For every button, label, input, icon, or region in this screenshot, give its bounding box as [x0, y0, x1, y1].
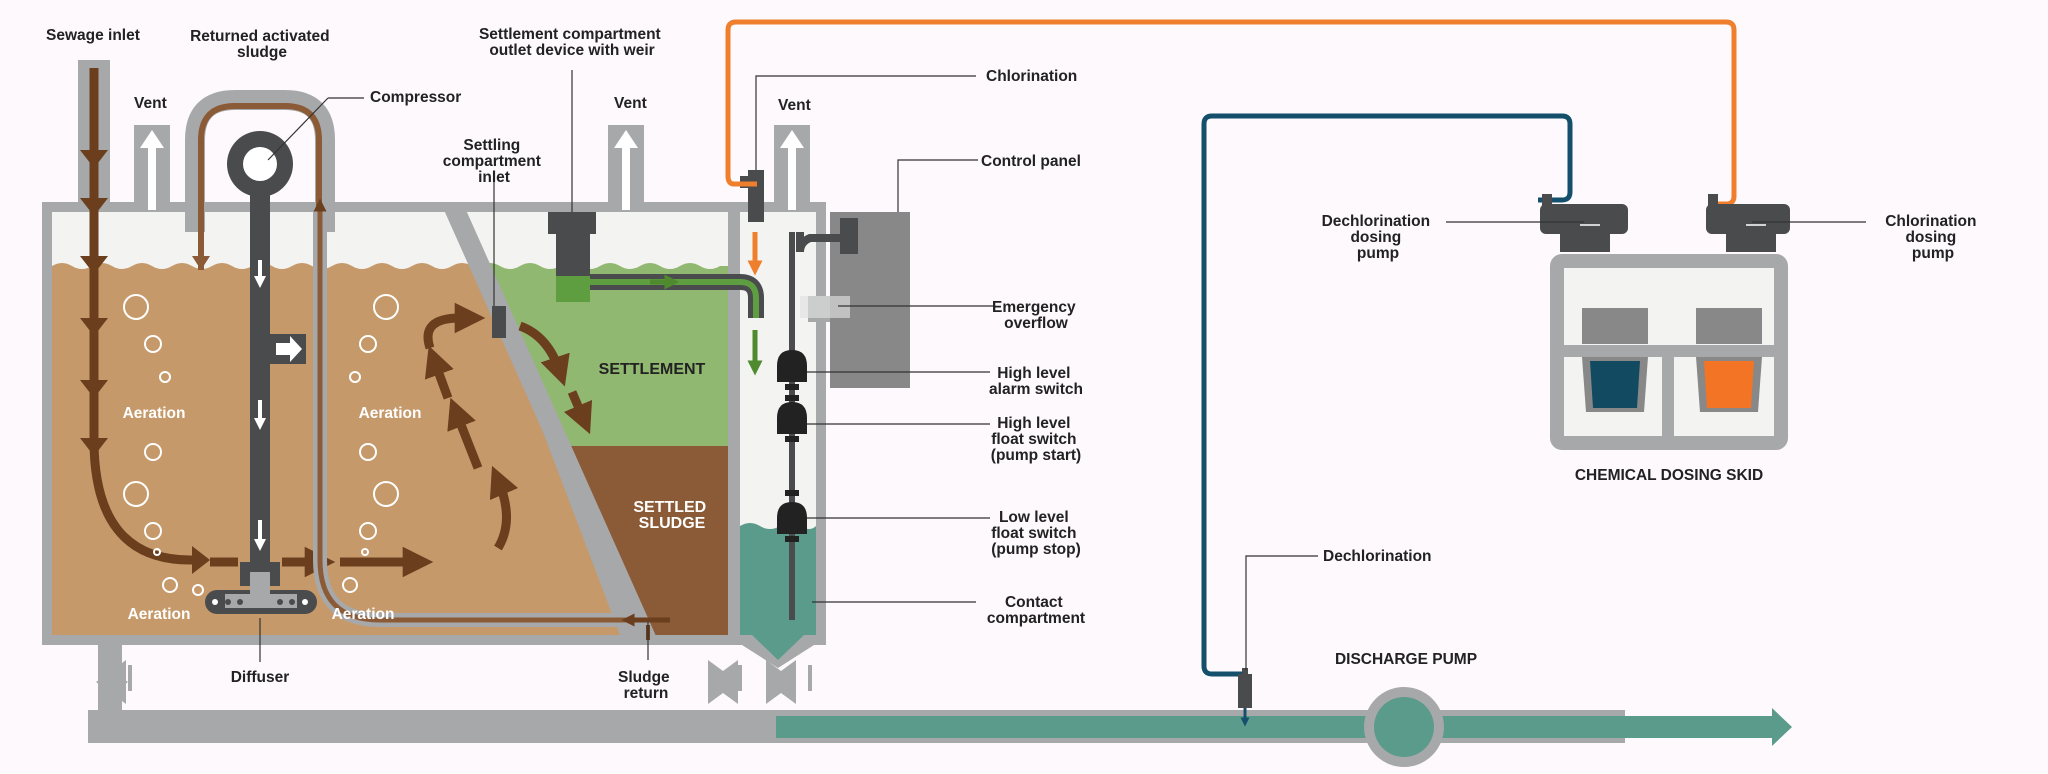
label-contact-compartment: Contact compartment	[987, 594, 1085, 627]
settling-inlet-device	[492, 306, 506, 338]
label-vent-1: Vent	[134, 95, 167, 112]
settling-flow-arrows	[423, 302, 593, 551]
dechlorination-dosing-pump	[1540, 194, 1628, 252]
label-diffuser: Diffuser	[231, 669, 290, 686]
air-bubbles	[123, 294, 399, 596]
label-aeration-3: Aeration	[128, 606, 191, 623]
label-vent-2: Vent	[614, 95, 647, 112]
outlet-device-with-weir	[548, 212, 764, 376]
dechlorination-line	[1201, 113, 1573, 677]
bottom-drain-pipe	[88, 640, 812, 743]
label-dechlorination-dosing-pump: Dechlorination dosing pump	[1322, 213, 1435, 262]
label-dechlorination: Dechlorination	[1323, 548, 1432, 565]
chlorination-line	[725, 19, 1737, 207]
label-vent-3: Vent	[778, 97, 811, 114]
label-discharge-pump: DISCHARGE PUMP	[1335, 651, 1477, 668]
chlorination-dosing-pump	[1706, 194, 1790, 252]
label-chlorination-dosing-pump: Chlorination dosing pump	[1885, 213, 1981, 262]
label-low-level-float-switch: Low level float switch (pump stop)	[991, 509, 1081, 558]
returned-sludge-loop	[185, 90, 335, 270]
level-switches	[777, 232, 845, 620]
label-aeration-1: Aeration	[123, 405, 186, 422]
label-compressor: Compressor	[370, 89, 461, 106]
label-chlorination: Chlorination	[986, 68, 1077, 85]
tank	[42, 125, 826, 668]
discharge-pump-impeller	[1374, 697, 1434, 757]
label-sewage-inlet: Sewage inlet	[46, 27, 140, 44]
label-chemical-dosing-skid: CHEMICAL DOSING SKID	[1575, 467, 1763, 484]
leader-lines	[259, 70, 1866, 670]
label-emergency-overflow: Emergency overflow	[992, 299, 1080, 332]
compressor	[227, 131, 306, 590]
dechlorination-tank	[1590, 361, 1640, 408]
chemical-dosing-skid	[1550, 254, 1788, 450]
label-settling-compartment-inlet: Settling compartment inlet	[443, 137, 546, 186]
label-settlement: SETTLEMENT	[599, 361, 706, 378]
label-aeration-2: Aeration	[359, 405, 422, 422]
discharge-pipe	[770, 687, 1792, 767]
control-panel	[800, 212, 910, 388]
chlorination-tank	[1704, 361, 1754, 408]
label-settled-sludge: SETTLED SLUDGE	[633, 499, 710, 532]
labels: Sewage inlet Returned activated sludge C…	[46, 26, 1981, 702]
diffuser	[205, 562, 317, 614]
label-aeration-4: Aeration	[332, 606, 395, 623]
dechlorination-injector	[1238, 668, 1252, 727]
label-high-level-alarm-switch: High level alarm switch	[989, 365, 1083, 398]
label-control-panel: Control panel	[981, 153, 1081, 170]
label-sludge-return: Sludge return	[618, 669, 674, 702]
label-outlet-device-with-weir: Settlement compartment outlet device wit…	[479, 26, 665, 59]
label-high-level-float-switch: High level float switch (pump start)	[991, 415, 1081, 464]
sewage-inlet-pipe	[78, 60, 210, 574]
label-returned-activated-sludge: Returned activated sludge	[190, 28, 334, 61]
